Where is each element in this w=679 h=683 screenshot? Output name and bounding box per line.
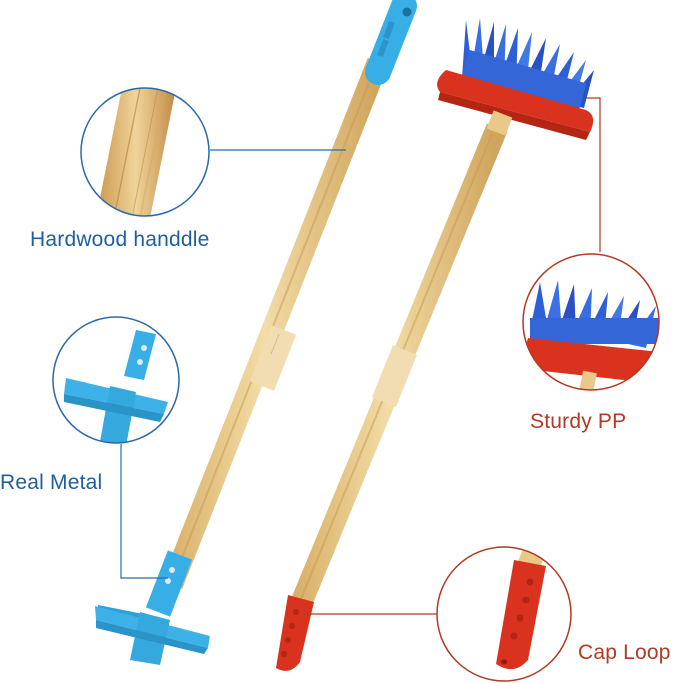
rake-tool [95,0,417,665]
hardwood-caption: Hardwood handdle [30,228,210,251]
broom-handle-joint [371,345,418,407]
zoom-circle-metal [52,316,180,444]
metal-caption: Real Metal [0,471,103,494]
broom-head-block [437,70,594,132]
metal-leader-line [120,444,168,579]
broom-tool [276,18,594,671]
zoom-circle-loop [436,546,572,682]
broom-bristles [459,18,594,119]
pp-caption: Sturdy PP [530,410,627,433]
loop-caption: Cap Loop [578,641,671,664]
rake-top-grip [365,0,417,85]
zoom-circle-pp [522,253,660,391]
pp-leader-line [586,97,601,252]
zoom-circle-hardwood [80,87,210,217]
rake-handle-joint [249,325,297,391]
broom-cap-loop [276,595,314,671]
hang-hole [402,7,412,17]
